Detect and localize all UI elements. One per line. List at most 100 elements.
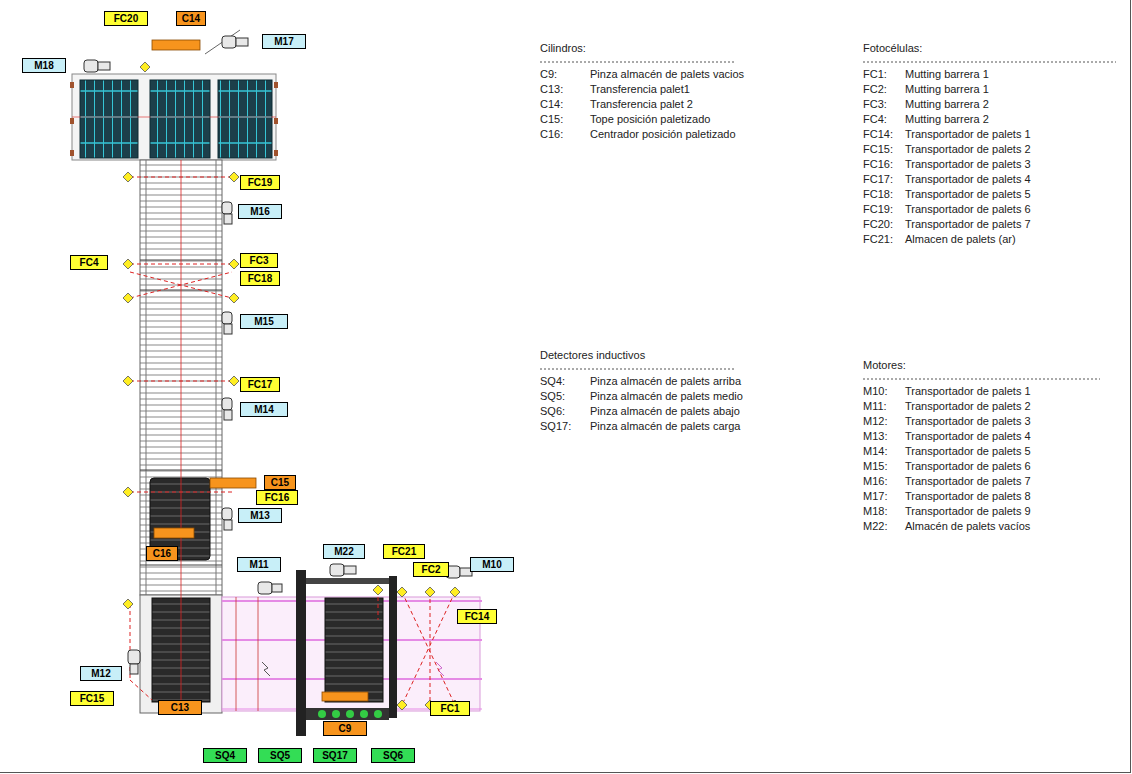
transfer-lanes: [296, 570, 306, 736]
photocell-symbol: [229, 293, 239, 303]
list-entry: SQ5:: [540, 390, 565, 403]
list-entry: Almacén de palets vacíos: [905, 520, 1030, 533]
pallet-buffer: [274, 82, 278, 88]
motor-symbol: [330, 564, 344, 576]
tag-text: C13: [171, 702, 189, 713]
list-entry: M22:: [863, 520, 887, 533]
tag-text: C16: [153, 548, 171, 559]
tag-text: FC2: [422, 564, 441, 575]
list-entry: C15:: [540, 113, 563, 126]
pallet-buffer: [274, 150, 278, 156]
motor-symbol: [84, 60, 98, 72]
tag-text: FC21: [392, 546, 416, 557]
motor-tag: M13: [238, 508, 282, 523]
list-entry: Transferencia palet1: [590, 83, 690, 96]
photocell-symbol: [229, 172, 239, 182]
list-separator: [540, 62, 1116, 379]
tag-text: FC16: [265, 492, 289, 503]
pallet-buffer: [274, 118, 278, 124]
photocell-tag: FC16: [256, 490, 298, 505]
photocell-tag: FC2: [413, 562, 449, 577]
tag-text: C9: [339, 723, 352, 734]
motor-symbol: [258, 582, 272, 594]
list-entry: SQ4:: [540, 375, 565, 388]
transfer-lanes: [318, 710, 326, 718]
transfer-lanes: [258, 597, 259, 711]
tag-text: SQ5: [270, 750, 290, 761]
photocell-tag: FC17: [240, 377, 280, 392]
list-entry: C16:: [540, 128, 563, 141]
motor-symbol: [222, 508, 232, 520]
tag-text: M13: [250, 510, 269, 521]
photocell-beam: [130, 177, 455, 705]
pallet-conveyor: [140, 160, 222, 713]
photocell-symbol: [123, 172, 133, 182]
list-entry: FC20:: [863, 218, 893, 231]
tag-text: M17: [274, 36, 293, 47]
tag-text: FC18: [248, 273, 272, 284]
list-entry: Transportador de palets 1: [905, 385, 1031, 398]
photocell-tag: FC4: [70, 255, 108, 270]
transfer-lanes: [306, 708, 389, 720]
cylinder-symbol: [210, 478, 256, 488]
pallet-buffer: [205, 30, 240, 54]
list-entry: FC2:: [863, 83, 887, 96]
motor-symbol: [222, 312, 232, 324]
cylinder-tag: C16: [146, 546, 178, 561]
list-heading: Cilindros:: [540, 42, 586, 55]
transfer-lanes: [360, 710, 368, 718]
motor-symbol: [98, 62, 110, 70]
transfer-lanes: [152, 570, 482, 736]
list-entry: C9:: [540, 68, 557, 81]
transfer-lanes: [306, 578, 389, 584]
cylinder-symbol: [322, 692, 368, 701]
motor-symbol: [224, 410, 232, 420]
list-separator: [540, 62, 736, 63]
list-entry: FC21:: [863, 233, 893, 246]
list-entry: Mutting barrera 1: [905, 68, 989, 81]
photocell-symbol: [123, 487, 133, 497]
transfer-lanes: [262, 662, 270, 676]
transfer-lanes: [332, 710, 340, 718]
photocell-symbol: [123, 599, 133, 609]
list-entry: Transportador de palets 3: [905, 158, 1031, 171]
photocell-beam: [402, 592, 455, 705]
motor-symbol: [222, 202, 232, 214]
pallet-buffer: [218, 80, 272, 158]
list-entry: Tope posición paletizado: [590, 113, 710, 126]
list-entry: M12:: [863, 415, 887, 428]
tag-text: M14: [254, 404, 273, 415]
cylinder-symbol: [152, 40, 368, 712]
tag-text: M10: [482, 559, 501, 570]
list-entry: Transportador de palets 4: [905, 430, 1031, 443]
list-entry: Transportador de palets 7: [905, 218, 1031, 231]
motor-symbol: [222, 398, 232, 410]
photocell-tag: FC20: [104, 11, 148, 26]
list-entry: M15:: [863, 460, 887, 473]
list-entry: FC18:: [863, 188, 893, 201]
motor-symbol: [222, 36, 236, 48]
tag-text: SQ6: [383, 750, 403, 761]
photocell-symbol: [140, 62, 150, 72]
photocell-beam: [130, 264, 232, 265]
pallet-buffer: [70, 118, 74, 124]
tag-text: M11: [250, 559, 269, 570]
list-entry: Mutting barrera 2: [905, 98, 989, 111]
tag-text: C15: [271, 477, 289, 488]
sensor-tag: SQ17: [313, 748, 357, 763]
photocell-symbol: [229, 376, 239, 386]
tag-text: FC20: [114, 13, 138, 24]
photocell-symbol: [123, 293, 133, 303]
photocell-symbol: [397, 587, 407, 597]
photocell-beam: [402, 592, 455, 705]
list-entry: Centrador posición paletizado: [590, 128, 736, 141]
motor-symbol: [224, 214, 232, 224]
list-entry: C14:: [540, 98, 563, 111]
tag-text: FC15: [80, 693, 104, 704]
list-entry: M14:: [863, 445, 887, 458]
list-entry: Transportador de palets 6: [905, 203, 1031, 216]
pallet-buffer: [70, 30, 278, 160]
photocell-symbol: [373, 585, 383, 595]
list-entry: FC16:: [863, 158, 893, 171]
motor-symbol: [84, 36, 472, 674]
